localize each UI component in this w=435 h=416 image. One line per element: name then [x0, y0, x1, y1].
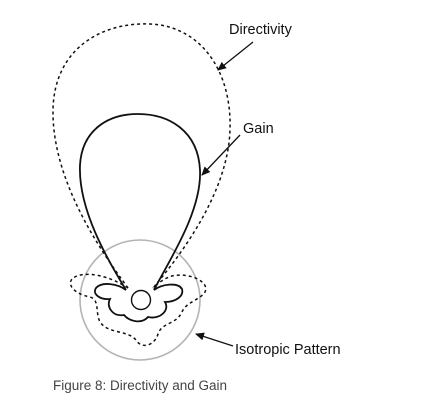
directivity-arrow [217, 41, 254, 71]
isotropic-circle [79, 239, 201, 361]
gain-label: Gain [243, 121, 274, 137]
gain-arrow [201, 134, 241, 176]
directivity-main-lobe [52, 23, 231, 289]
antenna-circle [130, 289, 152, 311]
directivity-label: Directivity [229, 22, 293, 38]
isotropic-arrow [195, 332, 234, 347]
figure-caption: Figure 8: Directivity and Gain [53, 378, 227, 393]
gain-main-lobe [79, 113, 201, 291]
gain-side-back-lobes [94, 283, 184, 323]
isotropic-pattern-label: Isotropic Pattern [235, 342, 341, 358]
